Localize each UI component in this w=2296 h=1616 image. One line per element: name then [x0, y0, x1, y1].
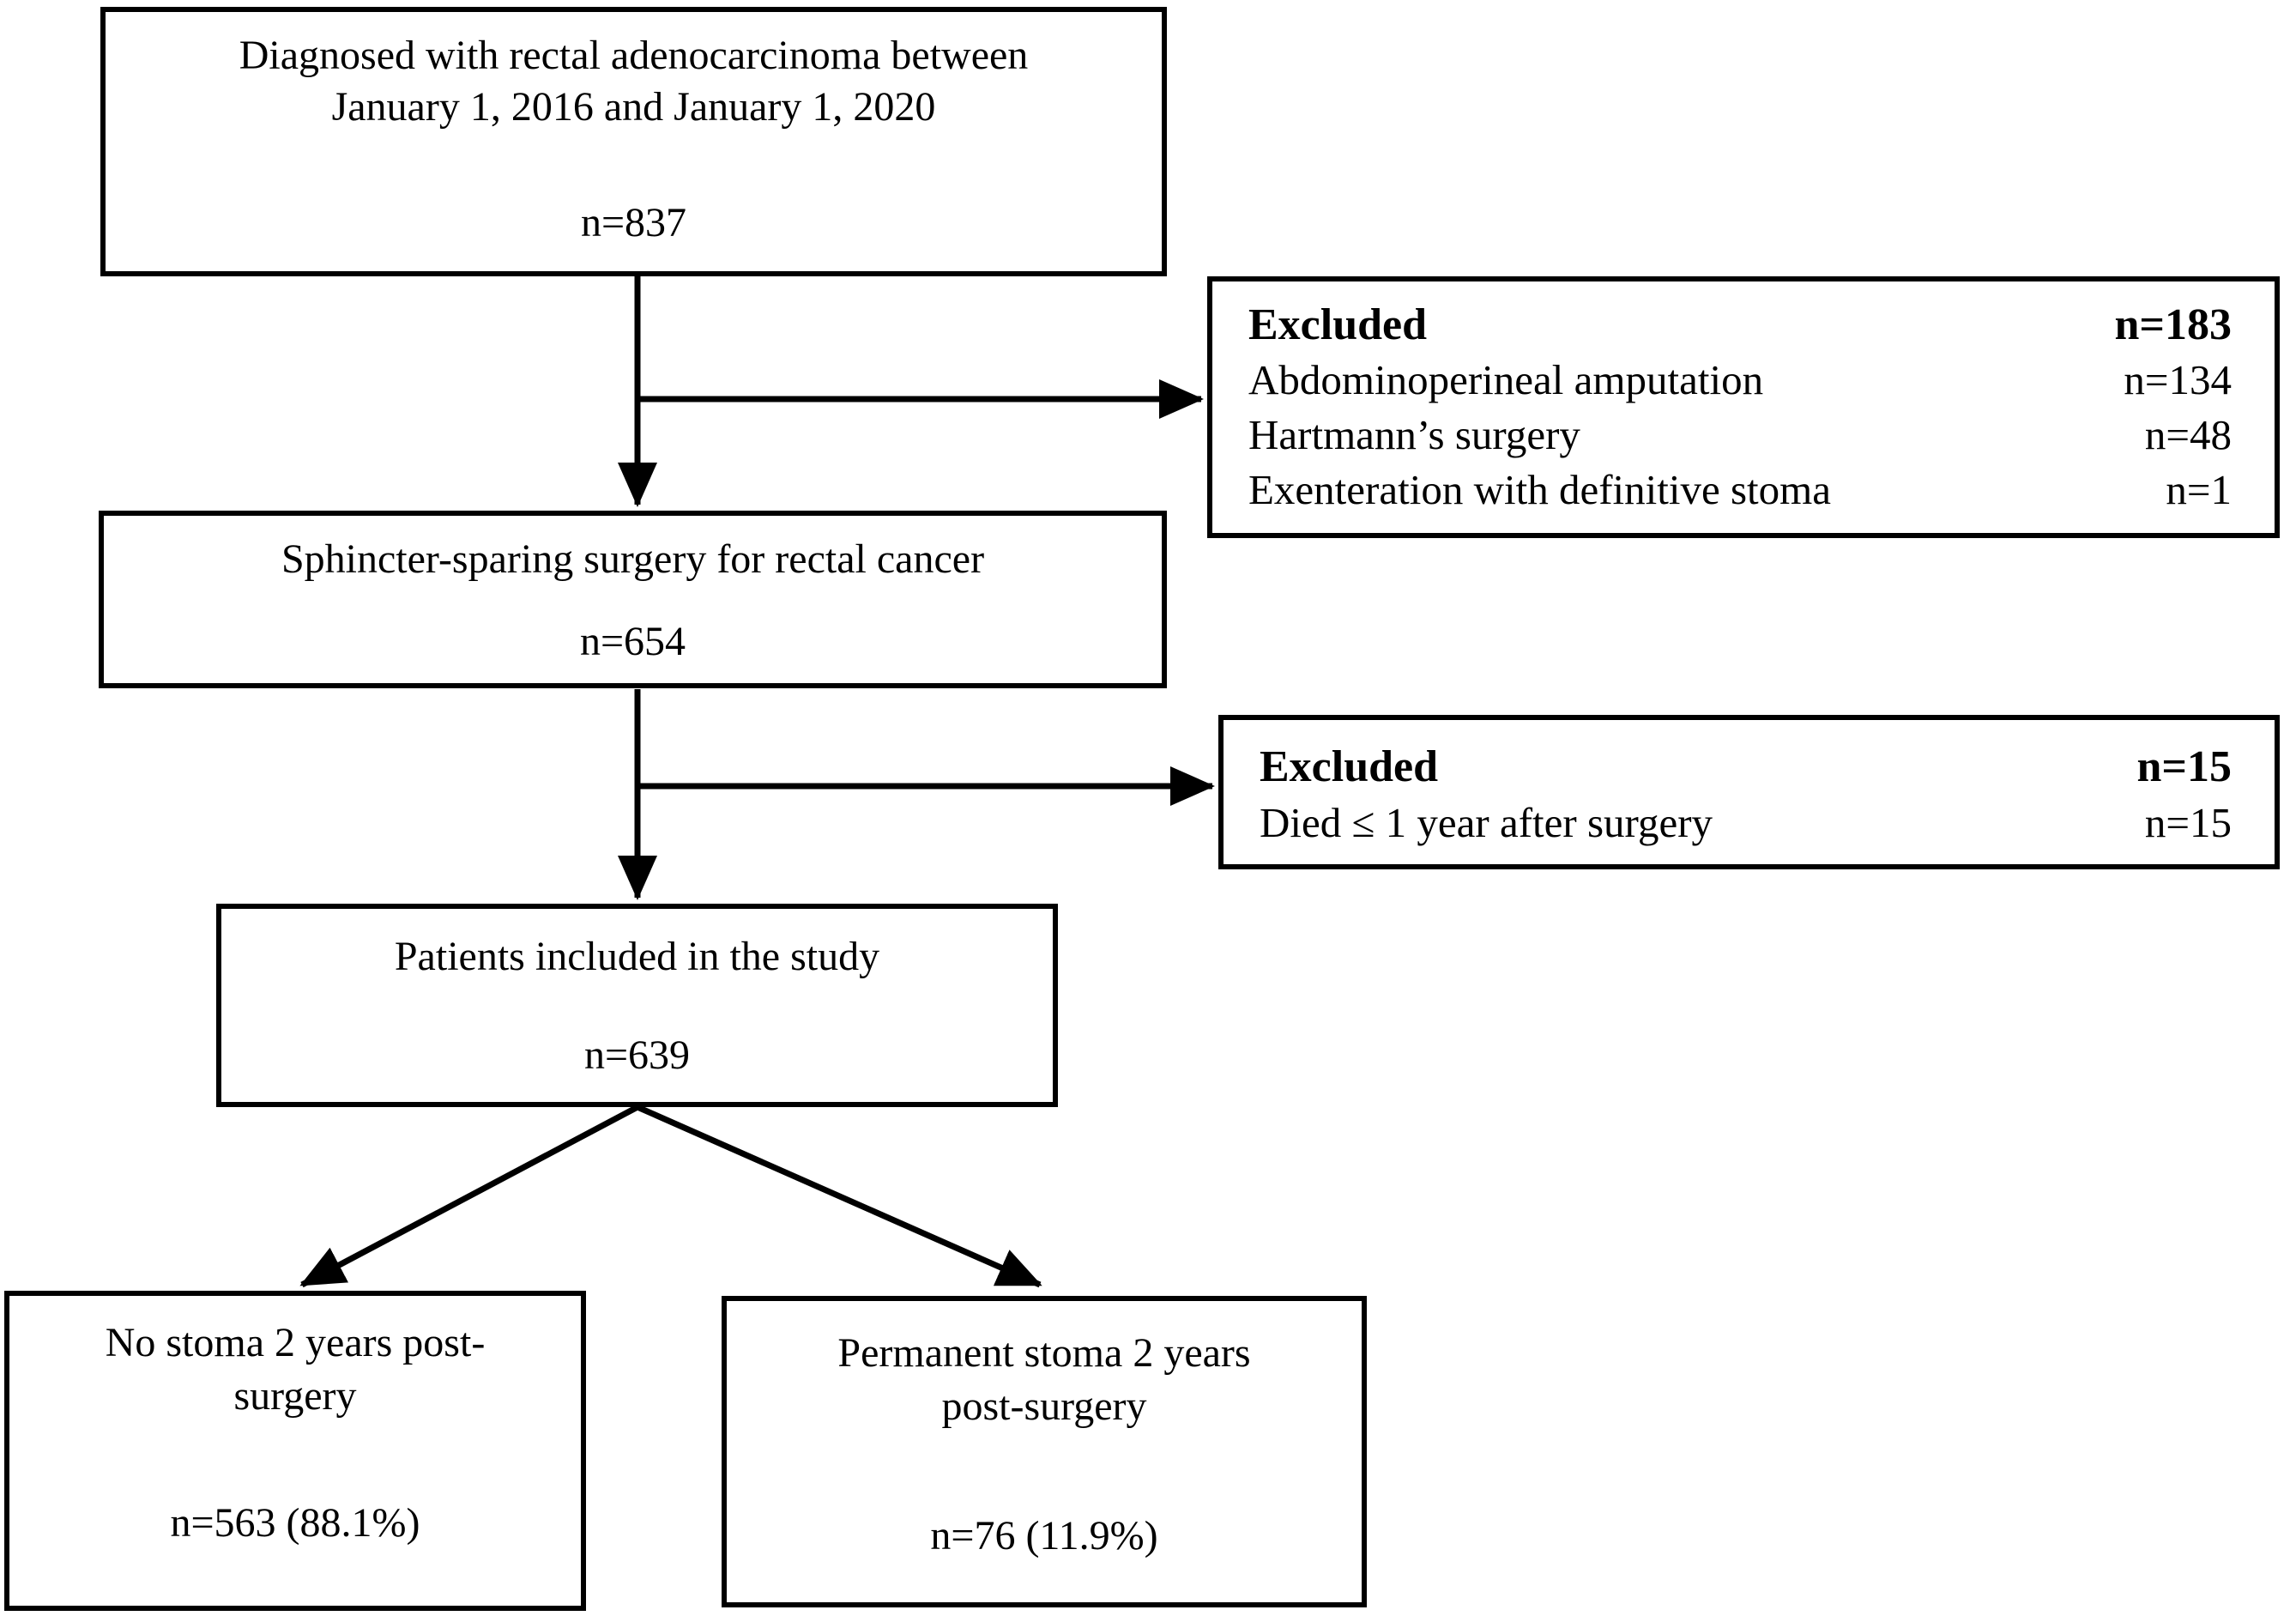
exclusion-row: Abdominoperineal amputation n=134 [1248, 352, 2232, 407]
box-sphincter-line1: Sphincter-sparing surgery for rectal can… [281, 536, 985, 582]
box-diagnosed: Diagnosed with rectal adenocarcinoma bet… [100, 7, 1167, 276]
exclusion-total: n=183 [2114, 300, 2232, 349]
box-no-stoma-line2: surgery [233, 1373, 357, 1419]
exclusion-title: Excluded [1260, 742, 1439, 791]
box-permanent-stoma: Permanent stoma 2 years post-surgery n=7… [722, 1296, 1367, 1607]
exclusion-label: Hartmann’s surgery [1248, 410, 1580, 458]
box-permanent-line1: Permanent stoma 2 years [837, 1330, 1251, 1376]
exclusion-row: Exenteration with definitive stoma n=1 [1248, 462, 2232, 517]
box-diagnosed-count: n=837 [580, 200, 687, 245]
exclusion-label: Abdominoperineal amputation [1248, 355, 1764, 403]
exclusion-row: Died ≤ 1 year after surgery n=15 [1260, 795, 2232, 850]
box-permanent-line2: post-surgery [941, 1383, 1147, 1429]
box-sphincter-sparing: Sphincter-sparing surgery for rectal can… [99, 511, 1167, 688]
exclusion-count: n=48 [2144, 410, 2232, 458]
box-no-stoma-count: n=563 (88.1%) [170, 1500, 420, 1546]
exclusion-label: Died ≤ 1 year after surgery [1260, 799, 1713, 846]
exclusion-header-row: Excluded n=15 [1260, 739, 2232, 795]
exclusion-count: n=15 [2144, 799, 2232, 846]
box-included: Patients included in the study n=639 [216, 904, 1058, 1107]
exclusion-count: n=134 [2124, 355, 2232, 403]
arrow-included-to-permanent [636, 1104, 1042, 1288]
box-sphincter-count: n=654 [579, 619, 686, 664]
box-included-line1: Patients included in the study [394, 934, 880, 979]
box-no-stoma-line1: No stoma 2 years post- [105, 1320, 486, 1365]
exclusion-label: Exenteration with definitive stoma [1248, 465, 1832, 513]
exclusion-title: Excluded [1248, 300, 1428, 349]
box-diagnosed-line1: Diagnosed with rectal adenocarcinoma bet… [239, 33, 1029, 78]
box-excluded-1: Excluded n=183 Abdominoperineal amputati… [1207, 276, 2280, 538]
exclusion-count: n=1 [2166, 465, 2232, 513]
box-diagnosed-line2: January 1, 2016 and January 1, 2020 [331, 84, 936, 130]
box-no-stoma: No stoma 2 years post- surgery n=563 (88… [4, 1291, 586, 1611]
box-included-count: n=639 [583, 1032, 691, 1078]
box-permanent-count: n=76 (11.9%) [930, 1513, 1158, 1559]
arrow-included-to-no-stoma [299, 1104, 639, 1288]
exclusion-total: n=15 [2136, 742, 2232, 791]
exclusion-row: Hartmann’s surgery n=48 [1248, 407, 2232, 462]
exclusion-header-row: Excluded n=183 [1248, 297, 2232, 352]
box-excluded-2: Excluded n=15 Died ≤ 1 year after surger… [1218, 715, 2280, 869]
